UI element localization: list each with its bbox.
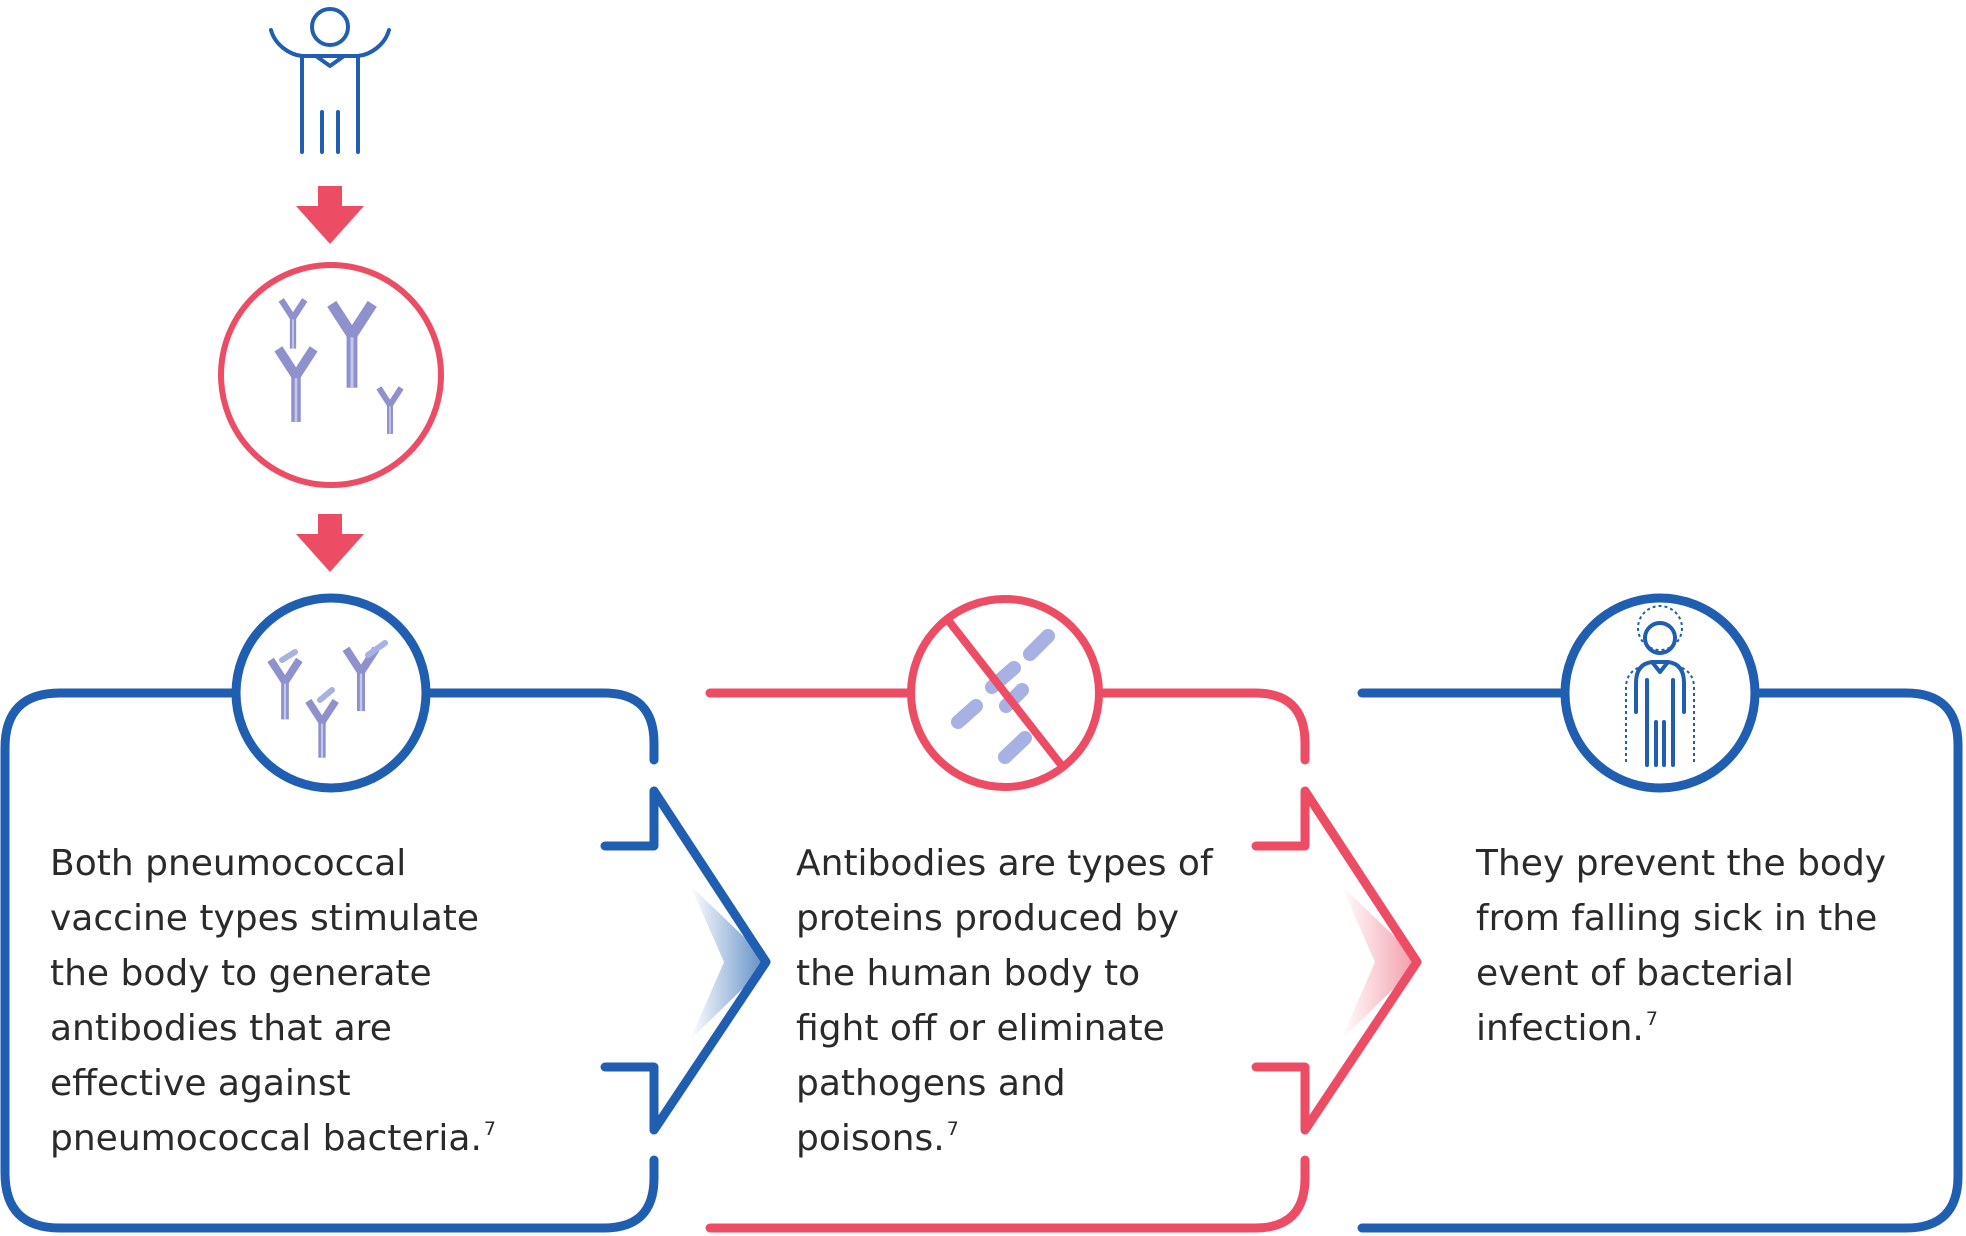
step-1-line: effective against (50, 1063, 351, 1104)
step-3-frame (1357, 688, 1963, 1233)
step-2-line: proteins produced by (796, 898, 1180, 939)
antibodies-icon (218, 262, 444, 488)
step-2-description: Antibodies are types of proteins produce… (796, 836, 1213, 1172)
step-3-line: infection. (1476, 1008, 1644, 1049)
reference-number: 7 (946, 1118, 959, 1140)
step-2-line: the human body to (796, 953, 1141, 994)
step-1-line: pneumococcal bacteria. (50, 1118, 482, 1159)
step-3-line: from falling sick in the (1476, 898, 1878, 939)
step-2-line: Antibodies are types of (796, 843, 1213, 884)
step-3-line: event of bacterial (1476, 953, 1794, 994)
reference-number: 7 (1645, 1008, 1658, 1030)
step-1-line: Both pneumococcal (50, 843, 407, 884)
step-1-line: vaccine types stimulate (50, 898, 480, 939)
step-1-description: Both pneumococcal vaccine types stimulat… (50, 836, 496, 1172)
step-3-line: They prevent the body (1476, 843, 1887, 884)
chevron-right-arrow-icon (690, 885, 770, 1040)
step-3-description: They prevent the body from falling sick … (1476, 836, 1886, 1062)
step-2-line: pathogens and (796, 1063, 1066, 1104)
down-arrow-icon (296, 186, 364, 244)
step-1-line: the body to generate (50, 953, 432, 994)
step-2-line: poisons. (796, 1118, 945, 1159)
person-arms-raised-icon (269, 7, 391, 154)
step-2-line: fight off or eliminate (796, 1008, 1165, 1049)
chevron-right-arrow-icon (1341, 885, 1421, 1040)
reference-number: 7 (483, 1118, 497, 1140)
step-1-line: antibodies that are (50, 1008, 392, 1049)
no-bacteria-icon (907, 595, 1103, 791)
protected-person-icon (1560, 593, 1760, 793)
down-arrow-icon (296, 514, 364, 572)
antibodies-binding-bacteria-icon (231, 593, 431, 793)
